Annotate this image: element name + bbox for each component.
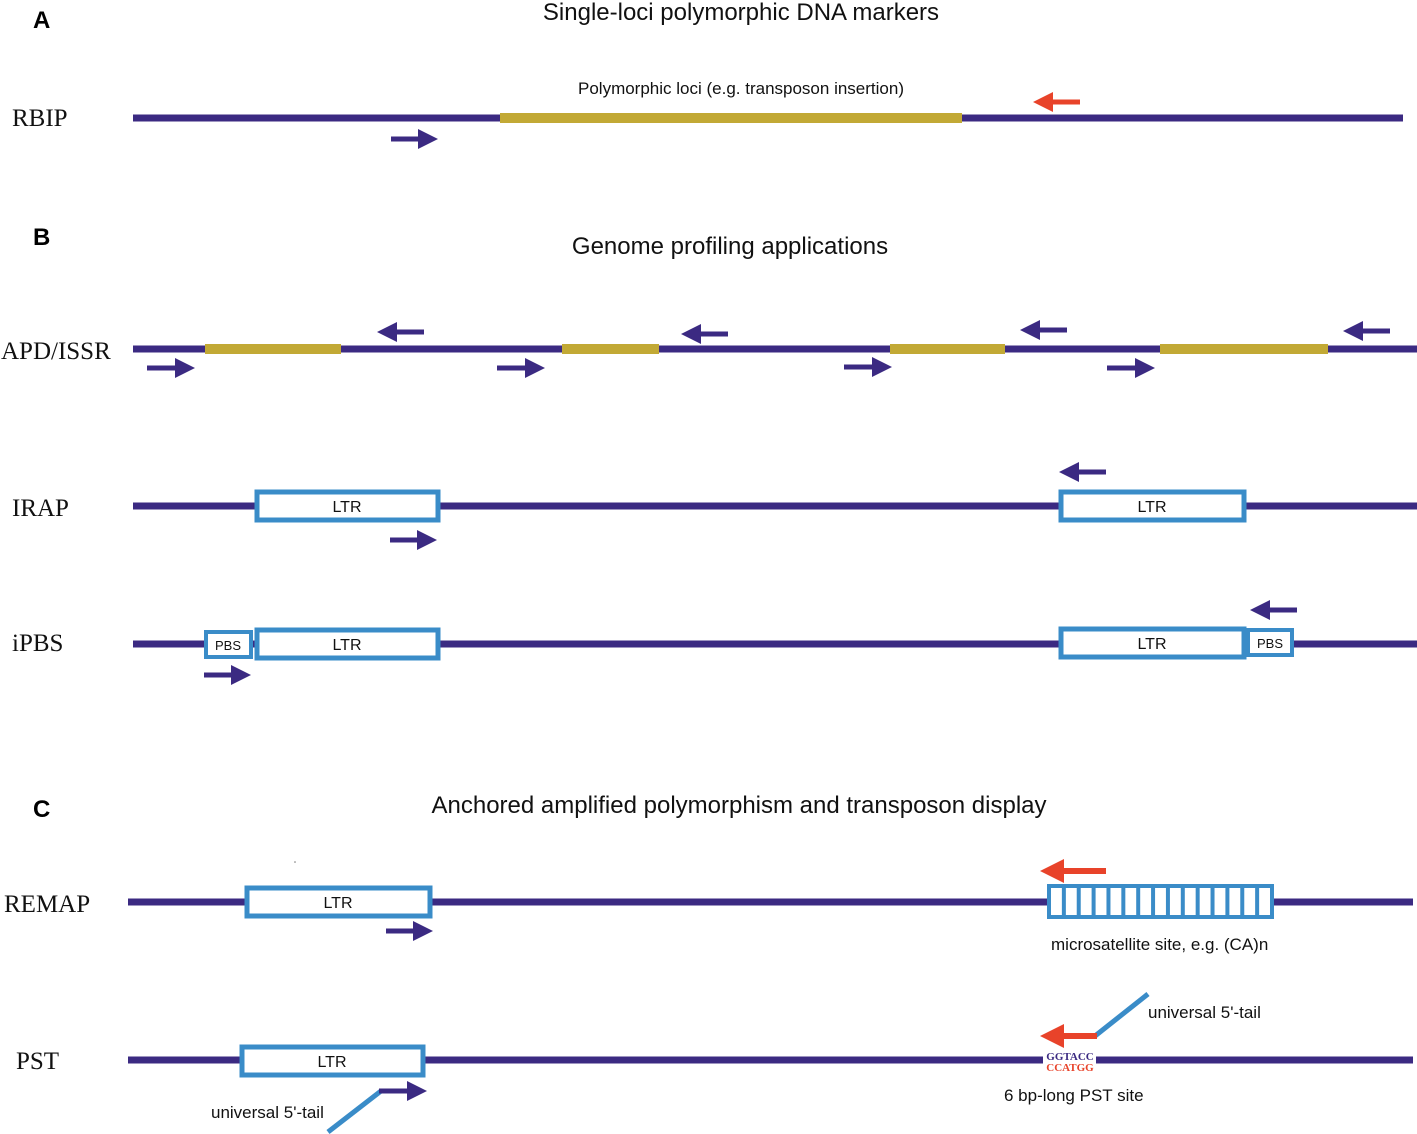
pst-site-top-strand: GGTACC xyxy=(1046,1051,1094,1063)
panel-a-letter: A xyxy=(33,7,50,34)
ipbs-label: iPBS xyxy=(12,630,63,657)
panel-a: A Single-loci polymorphic DNA markers RB… xyxy=(12,0,1403,149)
row-irap: IRAP LTR LTR xyxy=(12,462,1417,550)
pst-site-bottom-strand: CCATGG xyxy=(1046,1062,1094,1074)
pst-label: PST xyxy=(16,1048,59,1075)
pbs-label: PBS xyxy=(1257,636,1283,651)
pbs-box xyxy=(204,630,253,659)
ltr-label: LTR xyxy=(332,499,361,516)
universal-tail-line xyxy=(1093,992,1150,1038)
ltr-box xyxy=(254,627,441,661)
apd-issr-label: APD/ISSR xyxy=(1,338,111,365)
panel-b: B Genome profiling applications APD/ISSR… xyxy=(1,224,1417,685)
panel-a-title: Single-loci polymorphic DNA markers xyxy=(543,0,939,26)
ltr-box xyxy=(239,1044,426,1078)
ltr-box xyxy=(1058,489,1247,523)
row-pst: PST LTR universal 5'-tail GGTACC CCATGG … xyxy=(16,992,1413,1134)
ltr-label: LTR xyxy=(317,1054,346,1071)
row-apd-issr: APD/ISSR xyxy=(1,320,1417,378)
panel-c-letter: C xyxy=(33,796,50,823)
pbs-label: PBS xyxy=(215,638,241,653)
remap-label: REMAP xyxy=(4,891,90,918)
pbs-box xyxy=(1246,628,1294,657)
row-remap: REMAP LTR microsatellite site, e.g. (CA)… xyxy=(4,859,1413,954)
polymorphic-loci-annotation: Polymorphic loci (e.g. transposon insert… xyxy=(578,79,904,98)
microsatellite-repeats xyxy=(1061,888,1260,915)
panel-b-letter: B xyxy=(33,224,50,251)
universal-tail-label-left: universal 5'-tail xyxy=(211,1103,324,1122)
universal-tail-label-right: universal 5'-tail xyxy=(1148,1003,1261,1022)
row-rbip: RBIP Polymorphic loci (e.g. transposon i… xyxy=(12,79,1403,149)
ltr-label: LTR xyxy=(1137,499,1166,516)
ltr-label: LTR xyxy=(1137,636,1166,653)
microsatellite-note: microsatellite site, e.g. (CA)n xyxy=(1051,935,1268,954)
ltr-box xyxy=(254,489,441,523)
irap-label: IRAP xyxy=(12,495,69,522)
ltr-label: LTR xyxy=(323,895,352,912)
row-ipbs: iPBS PBS LTR LTR PBS xyxy=(12,600,1417,685)
pst-site-backdrop xyxy=(1043,1050,1096,1071)
panel-b-title: Genome profiling applications xyxy=(572,233,888,260)
ltr-box xyxy=(244,885,433,919)
universal-tail-line xyxy=(326,1089,383,1134)
panel-c: C Anchored amplified polymorphism and tr… xyxy=(4,792,1413,1134)
pst-site-note: 6 bp-long PST site xyxy=(1004,1086,1144,1105)
ltr-box xyxy=(1058,626,1247,660)
ltr-label: LTR xyxy=(332,637,361,654)
microsatellite-block xyxy=(1047,884,1274,919)
panel-c-title: Anchored amplified polymorphism and tran… xyxy=(432,792,1047,819)
stray-dot xyxy=(294,861,296,863)
rbip-label: RBIP xyxy=(12,105,68,132)
